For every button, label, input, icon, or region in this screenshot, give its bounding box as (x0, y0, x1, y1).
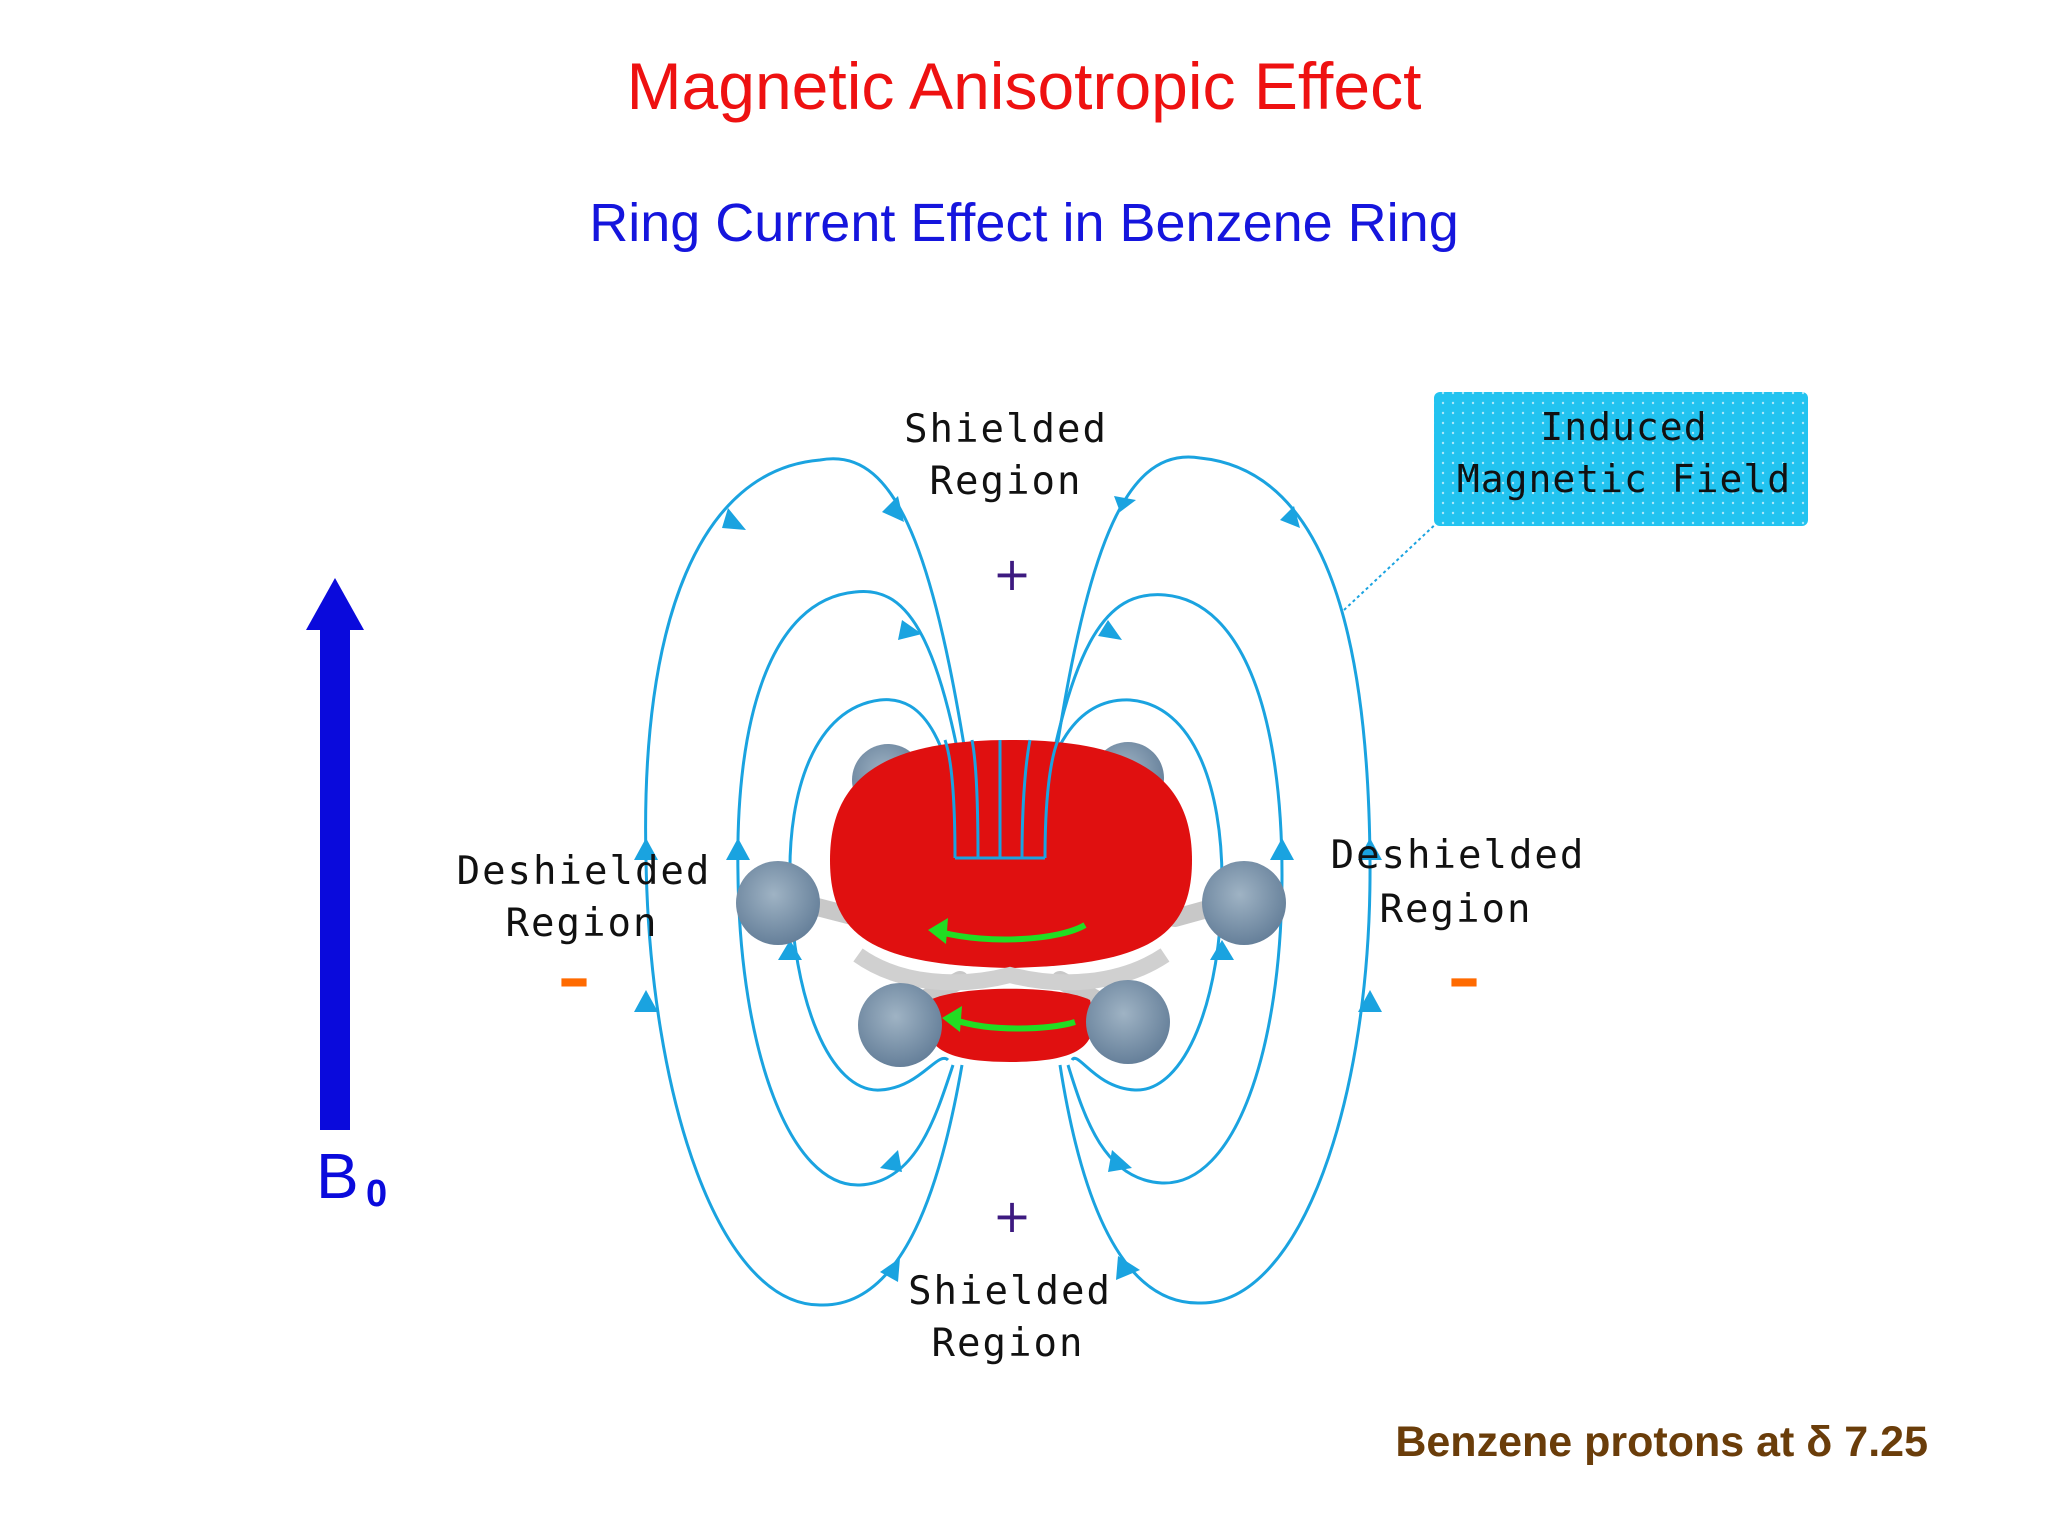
field-lines-through-ring (943, 739, 1060, 860)
arrowhead (634, 838, 658, 860)
hydrogen-atom (736, 861, 820, 945)
arrowhead (882, 496, 904, 522)
callout-line2: Magnetic Field (1457, 457, 1791, 501)
pi-electron-cloud-top (830, 740, 1192, 968)
plus-sign-top: + (993, 547, 1032, 601)
page-subtitle: Ring Current Effect in Benzene Ring (589, 193, 1459, 253)
arrowhead (880, 1150, 902, 1172)
arrowhead (1270, 838, 1294, 860)
callout-box (1434, 392, 1808, 526)
callout-leader (1343, 519, 1441, 611)
field-line-right-inner (1026, 698, 1224, 1092)
deshielded-right-label-line2: Region (1380, 887, 1533, 932)
pi-electron-cloud-bottom (926, 988, 1094, 1062)
arrowhead (634, 990, 658, 1012)
current-arrowheads (928, 918, 962, 1032)
arrowhead (880, 1258, 900, 1282)
page-title: Magnetic Anisotropic Effect (626, 49, 1422, 123)
plus-sign-bottom: + (993, 1189, 1032, 1243)
deshielded-left-label-line1: Deshielded (457, 849, 712, 894)
deshielded-left-label-line2: Region (506, 901, 659, 946)
arrowhead (722, 508, 746, 530)
minus-sign-left: – (558, 942, 590, 1016)
arrowhead (726, 838, 750, 860)
shielded-top-label-line1: Shielded (904, 407, 1108, 452)
shielded-bottom-label-line2: Region (932, 1321, 1085, 1366)
arrowhead (1116, 1256, 1140, 1280)
induced-field-callout: Induced Magnetic Field (1434, 392, 1808, 526)
b0-field-arrow: B 0 (306, 578, 387, 1215)
benzene-molecule (736, 739, 1286, 1067)
shielded-top-label-line2: Region (930, 459, 1083, 504)
benzene-proton-shift: Benzene protons at δ 7.25 (1395, 1418, 1928, 1466)
b0-subscript: 0 (366, 1173, 387, 1215)
deshielded-right-label-line1: Deshielded (1331, 833, 1586, 878)
arrow-head (306, 578, 364, 630)
arrowhead (1108, 1150, 1132, 1172)
arrowhead (898, 620, 922, 640)
arrowhead (778, 940, 802, 960)
b0-symbol: B (316, 1140, 359, 1212)
hydrogen-atom (1202, 861, 1286, 945)
arrowhead (1358, 990, 1382, 1012)
field-line-arrowheads (634, 496, 1382, 1282)
hydrogen-atom (1086, 980, 1170, 1064)
arrowhead (1358, 838, 1382, 860)
arrowhead (1114, 496, 1136, 512)
shielded-bottom-label-line1: Shielded (908, 1269, 1112, 1314)
carbon-ring (853, 948, 1170, 991)
up-arrow-icon (320, 628, 350, 1130)
hydrogen-atom (858, 983, 942, 1067)
curved-arrow-icon (939, 922, 1087, 1032)
minus-sign-right: – (1448, 942, 1480, 1016)
arrowhead (1210, 940, 1234, 960)
arrowhead (1098, 620, 1122, 640)
callout-line1: Induced (1540, 405, 1707, 449)
arrowhead (1280, 506, 1300, 528)
